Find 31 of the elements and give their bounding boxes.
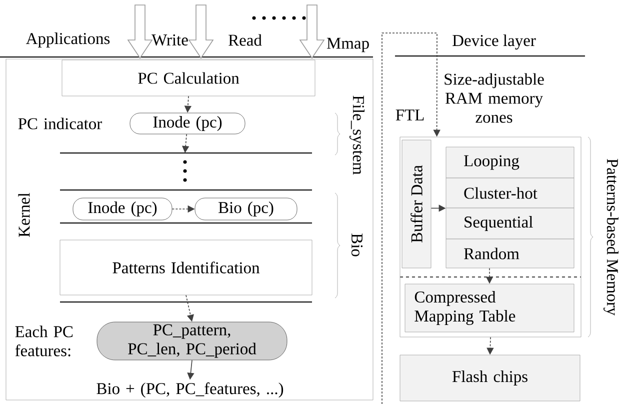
- memory-zone-box: Looping: [446, 146, 574, 178]
- side-label: PC indicator: [18, 118, 102, 130]
- output-text: Bio + (PC, PC_features, ...): [96, 382, 284, 398]
- rounded-box: Inode (pc): [130, 112, 246, 134]
- operation-label: Mmap: [326, 38, 369, 52]
- process-box: Patterns Identification: [60, 240, 312, 296]
- zone-label: Size-adjustable RAM memory zones: [444, 73, 544, 123]
- brace-label: Patterns-based Memory: [604, 158, 619, 316]
- operation-label: Write: [152, 34, 188, 46]
- memory-zone-box: Random: [446, 238, 574, 268]
- brace-label: File_system: [350, 96, 364, 175]
- layer-label: FTL: [396, 110, 424, 120]
- block-arrow: [299, 4, 325, 59]
- memory-zone-box: Cluster-hot: [446, 178, 574, 208]
- layer-label: Applications: [26, 32, 110, 48]
- block-arrow: [127, 4, 153, 59]
- buffer-box: Buffer Data: [402, 140, 432, 268]
- rounded-box: Inode (pc): [72, 198, 172, 220]
- layer-label: Device layer: [452, 34, 536, 50]
- rounded-box: PC_pattern, PC_len, PC_period: [96, 322, 288, 360]
- memory-box: [400, 136, 582, 338]
- side-label: Each PC features:: [15, 326, 73, 356]
- block-arrow: [188, 4, 214, 59]
- process-box: PC Calculation: [62, 60, 316, 96]
- arrow: [382, 32, 440, 404]
- table-box: Compressed Mapping Table: [404, 284, 574, 332]
- rounded-box: Bio (pc): [194, 198, 298, 220]
- memory-zone-box: Flash chips: [400, 354, 580, 402]
- brace-label: Bio: [351, 234, 363, 256]
- memory-zone-box: Sequential: [446, 208, 574, 240]
- arrow: [182, 134, 190, 153]
